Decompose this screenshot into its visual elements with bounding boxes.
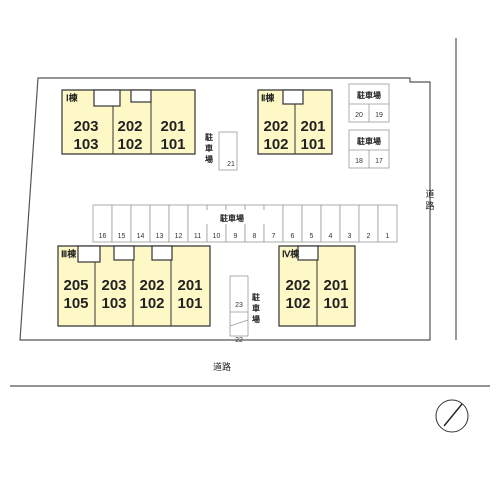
unit-number: 205 xyxy=(63,277,88,294)
road-label-right-1: 道 xyxy=(425,188,434,199)
parking-space-number: 5 xyxy=(310,233,314,240)
unit-number: 202 xyxy=(139,277,164,294)
svg-text:車: 車 xyxy=(252,303,260,313)
unit-number: 201 xyxy=(323,277,348,294)
building-4-label: Ⅳ棟 xyxy=(282,248,300,259)
parking-top-right-1: 駐車場 20 19 xyxy=(348,83,390,123)
road-label-bottom: 道路 xyxy=(213,361,231,372)
parking-space-number: 7 xyxy=(272,233,276,240)
parking-space xyxy=(377,204,398,243)
svg-text:車: 車 xyxy=(205,143,213,153)
parking-space-number: 8 xyxy=(253,233,257,240)
parking-space-number: 6 xyxy=(291,233,295,240)
unit-number: 201 xyxy=(300,118,325,135)
parking-vertical-1: 駐 車 場 21 xyxy=(205,131,238,171)
building-1: Ⅰ棟 203 103 202 102 201 101 xyxy=(61,89,196,155)
parking-space-number: 1 xyxy=(386,233,390,240)
parking-space-number: 15 xyxy=(118,233,126,240)
unit-number: 105 xyxy=(63,295,88,312)
svg-text:場: 場 xyxy=(205,154,213,164)
building-2: Ⅱ棟 202 102 201 101 xyxy=(257,89,333,155)
unit-number: 201 xyxy=(160,118,185,135)
building-2-label: Ⅱ棟 xyxy=(261,92,275,103)
parking-space-number: 11 xyxy=(194,233,201,240)
unit-number: 103 xyxy=(101,295,126,312)
parking-central-label: 駐車場 xyxy=(220,213,244,223)
unit-number: 102 xyxy=(139,295,164,312)
parking-central: 駐車場 16 15 14 13 12 11 10 9 8 7 6 5 4 3 2 1 xyxy=(92,204,398,243)
svg-text:駐: 駐 xyxy=(252,292,260,302)
unit-number: 202 xyxy=(285,277,310,294)
unit-number: 203 xyxy=(73,118,98,135)
unit-number: 202 xyxy=(263,118,288,135)
building-1-label: Ⅰ棟 xyxy=(66,92,79,103)
svg-text:駐車場: 駐車場 xyxy=(357,136,381,146)
unit-number: 202 xyxy=(117,118,142,135)
parking-space-number: 4 xyxy=(329,233,333,240)
parking-space-number: 17 xyxy=(375,158,383,165)
parking-space-number: 2 xyxy=(367,233,371,240)
parking-space-number: 19 xyxy=(375,112,383,119)
parking-space-number: 9 xyxy=(234,233,238,240)
parking-space-number: 21 xyxy=(227,161,235,168)
parking-space-number: 3 xyxy=(348,233,352,240)
unit-number: 102 xyxy=(117,136,142,153)
building-3-label: Ⅲ棟 xyxy=(61,248,77,259)
north-arrow-icon xyxy=(435,399,469,433)
building-3: Ⅲ棟 205 105 203 103 202 102 201 101 xyxy=(57,245,211,327)
parking-top-right-2: 駐車場 18 17 xyxy=(348,129,390,169)
parking-space-number: 23 xyxy=(235,302,243,309)
parking-space-number: 20 xyxy=(355,112,363,119)
road-label-right-2: 路 xyxy=(425,200,434,211)
svg-text:場: 場 xyxy=(252,314,260,324)
parking-space-number: 14 xyxy=(137,233,145,240)
unit-number: 101 xyxy=(300,136,325,153)
parking-space-number: 12 xyxy=(175,233,183,240)
unit-number: 101 xyxy=(177,295,202,312)
unit-number: 102 xyxy=(263,136,288,153)
unit-number: 101 xyxy=(323,295,348,312)
unit-number: 203 xyxy=(101,277,126,294)
parking-space-number: 22 xyxy=(235,337,243,344)
svg-text:駐車場: 駐車場 xyxy=(357,90,381,100)
parking-space-number: 16 xyxy=(99,233,107,240)
unit-number: 101 xyxy=(160,136,185,153)
parking-space-number: 18 xyxy=(355,158,363,165)
unit-number: 201 xyxy=(177,277,202,294)
parking-space-number: 10 xyxy=(213,233,221,240)
svg-text:駐: 駐 xyxy=(205,132,213,142)
building-4: Ⅳ棟 202 102 201 101 xyxy=(278,245,356,327)
parking-space-number: 13 xyxy=(156,233,164,240)
unit-number: 103 xyxy=(73,136,98,153)
unit-number: 102 xyxy=(285,295,310,312)
parking-vertical-2: 駐 車 場 23 22 xyxy=(229,275,260,344)
